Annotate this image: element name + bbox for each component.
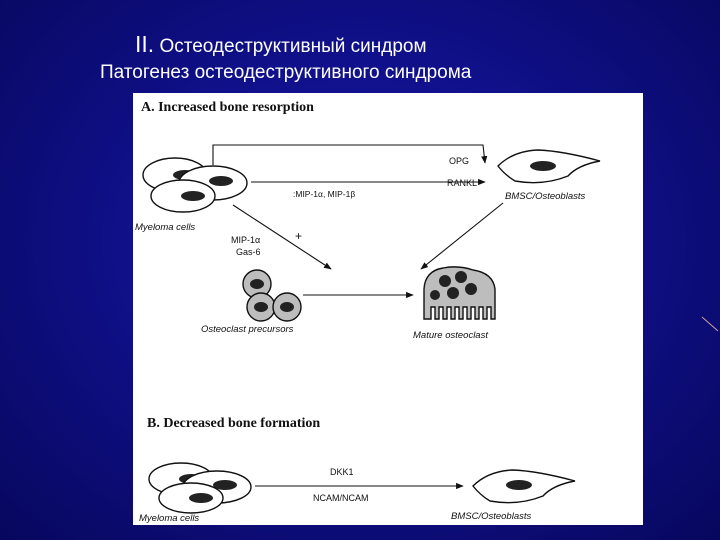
dkk1-label: DKK1 [330,467,354,477]
mature-osteoclast-label: Mature osteoclast [413,330,488,341]
myeloma-cells-a [142,157,248,213]
mature-osteoclast [423,266,496,320]
myeloma-label-a: Myeloma cells [135,222,195,233]
bmsc-label-a: BMSC/Osteoblasts [505,191,585,202]
gas6-label: Gas-6 [236,247,261,257]
plus-sign: + [295,229,302,243]
mip1a-label: MIP-1α [231,235,260,245]
title-numeral: II. [135,31,155,57]
rankl-label: RANKL [447,178,477,188]
myeloma-cells-b [148,462,252,514]
opg-label: OPG [449,156,469,166]
title-text: Остеодеструктивный синдром [159,36,427,57]
osteoclast-precursors [242,269,302,322]
osteoclast-arrow [420,202,504,270]
precursors-label: Osteoclast precursors [201,324,294,335]
precursor-arrow [232,204,332,270]
mip-pair-label: :MIP-1α, MIP-1β [293,189,355,199]
pathogenesis-diagram: A. Increased bone resorption Myeloma cel… [135,100,601,524]
bmsc-cell-a [497,149,601,184]
pathogenesis-figure: A. Increased bone resorption Myeloma cel… [133,93,643,525]
panel-a-heading: A. Increased bone resorption [141,100,314,115]
bmsc-label-b: BMSC/Osteoblasts [451,511,531,522]
slide-title: II. Остеодеструктивный синдром [135,31,720,58]
panel-b-heading: B. Decreased bone formation [147,416,320,431]
opg-feedback-arrow [212,144,488,165]
decorative-line [701,316,719,332]
bmsc-cell-b [472,469,576,504]
myeloma-label-b: Myeloma cells [139,513,199,524]
slide-subtitle: Патогенез остеодеструктивного синдрома [100,62,472,83]
ncam-label: NCAM/NCAM [313,493,369,503]
